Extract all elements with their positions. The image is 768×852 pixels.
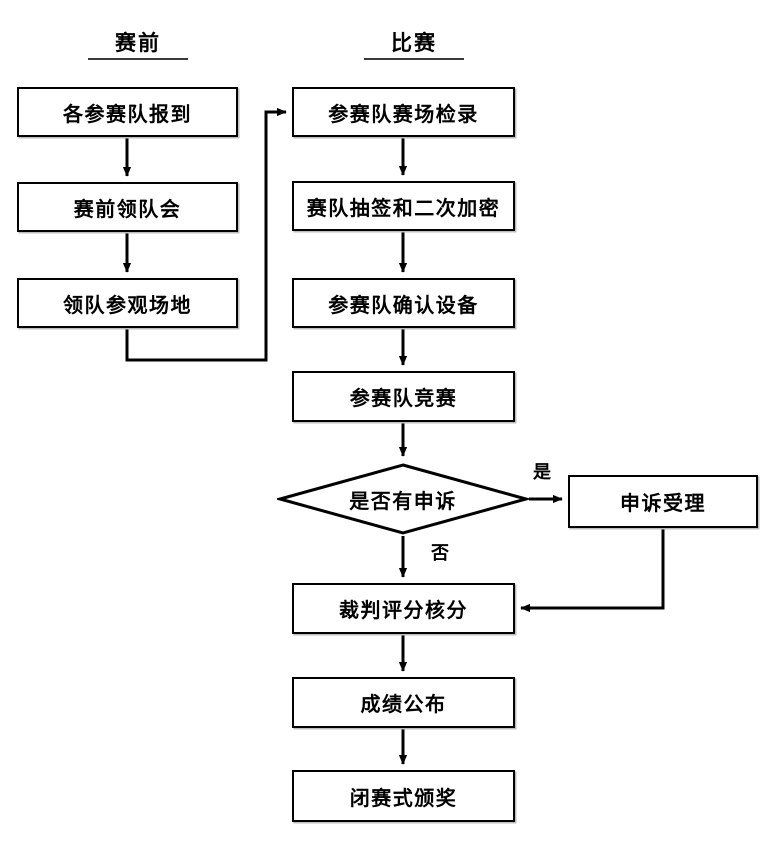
node-checkin-label: 各参赛队报到	[63, 101, 192, 126]
node-draw-encrypt-label: 赛队抽签和二次加密	[306, 195, 501, 220]
node-publish[interactable]: 成绩公布	[292, 677, 515, 728]
node-confirm-equip-label: 参赛队确认设备	[328, 292, 479, 317]
node-roll-call-label: 参赛队赛场检录	[328, 101, 479, 126]
node-checkin[interactable]: 各参赛队报到	[17, 87, 238, 137]
column-header-match: 比赛	[364, 30, 464, 60]
edge-appeal-accept-to-scoring	[520, 528, 665, 613]
node-closing[interactable]: 闭赛式颁奖	[292, 770, 515, 822]
node-closing-label: 闭赛式颁奖	[349, 785, 458, 810]
node-draw-encrypt[interactable]: 赛队抽签和二次加密	[292, 181, 515, 231]
node-competition[interactable]: 参赛队竞赛	[292, 371, 515, 422]
node-roll-call[interactable]: 参赛队赛场检录	[292, 87, 515, 137]
node-has-appeal-label: 是否有申诉	[349, 488, 457, 513]
edge-label-no: 否	[431, 543, 449, 564]
node-has-appeal[interactable]: 是否有申诉	[277, 462, 529, 536]
node-appeal-accept-label: 申诉受理	[620, 491, 706, 515]
node-venue-tour[interactable]: 领队参观场地	[17, 278, 238, 328]
edge-label-yes: 是	[533, 462, 551, 483]
column-header-pre-match: 赛前	[88, 30, 188, 60]
node-publish-label: 成绩公布	[360, 692, 447, 716]
diamond-shape	[277, 462, 529, 536]
node-scoring[interactable]: 裁判评分核分	[292, 583, 515, 634]
node-venue-tour-label: 领队参观场地	[63, 292, 192, 317]
node-leader-meeting-label: 赛前领队会	[73, 196, 182, 221]
node-appeal-accept[interactable]: 申诉受理	[568, 475, 758, 528]
node-scoring-label: 裁判评分核分	[339, 598, 468, 622]
node-confirm-equip[interactable]: 参赛队确认设备	[292, 278, 515, 328]
node-competition-label: 参赛队竞赛	[349, 386, 458, 410]
node-leader-meeting[interactable]: 赛前领队会	[17, 182, 238, 232]
